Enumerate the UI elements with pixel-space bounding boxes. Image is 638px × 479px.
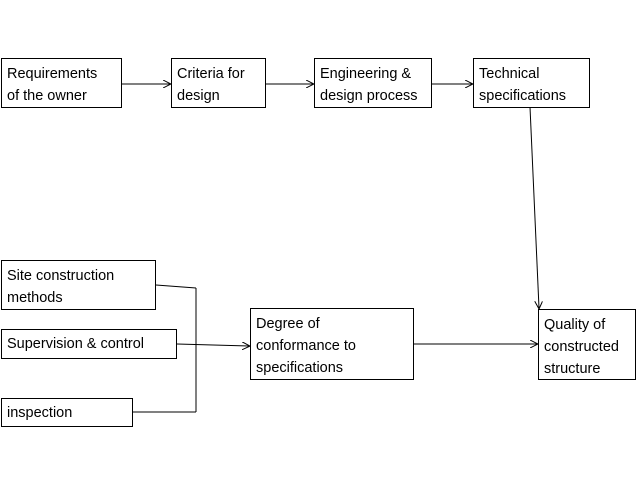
conformance-line-1: Degree of: [256, 316, 320, 332]
site-methods-line-1: Site construction: [7, 268, 115, 284]
engineering-line-2: design process: [320, 88, 418, 104]
technical-line-1: Technical: [479, 66, 540, 82]
quality-line-3: structure: [544, 361, 601, 377]
conformance-line-3: specifications: [256, 360, 344, 376]
quality-line-1: Quality of: [544, 317, 606, 333]
criteria-line-2: design: [177, 88, 220, 104]
conformance-box: Degree of conformance to specifications: [250, 308, 414, 380]
technical-box: Technical specifications: [473, 58, 590, 108]
criteria-box: Criteria for design: [171, 58, 266, 108]
inspection-line-1: inspection: [7, 405, 73, 421]
site-methods-line-2: methods: [7, 290, 63, 306]
requirements-line-1: Requirements: [7, 66, 98, 82]
requirements-box: Requirements of the owner: [1, 58, 122, 108]
supervision-line-1: Supervision & control: [7, 336, 145, 352]
conformance-line-2: conformance to: [256, 338, 356, 354]
engineering-box: Engineering & design process: [314, 58, 432, 108]
connector-site-methods: [155, 284, 197, 289]
quality-box: Quality of constructed structure: [538, 309, 636, 380]
arrow-supervision-to-conformance: [176, 344, 249, 346]
requirements-line-2: of the owner: [7, 88, 87, 104]
quality-line-2: constructed: [544, 339, 619, 355]
arrow-technical-to-quality: [529, 106, 539, 308]
engineering-line-1: Engineering &: [320, 66, 412, 82]
supervision-box: Supervision & control: [1, 329, 177, 359]
criteria-line-1: Criteria for: [177, 66, 245, 82]
inspection-box: inspection: [1, 398, 133, 427]
technical-line-2: specifications: [479, 88, 567, 104]
site-methods-box: Site construction methods: [1, 260, 156, 310]
